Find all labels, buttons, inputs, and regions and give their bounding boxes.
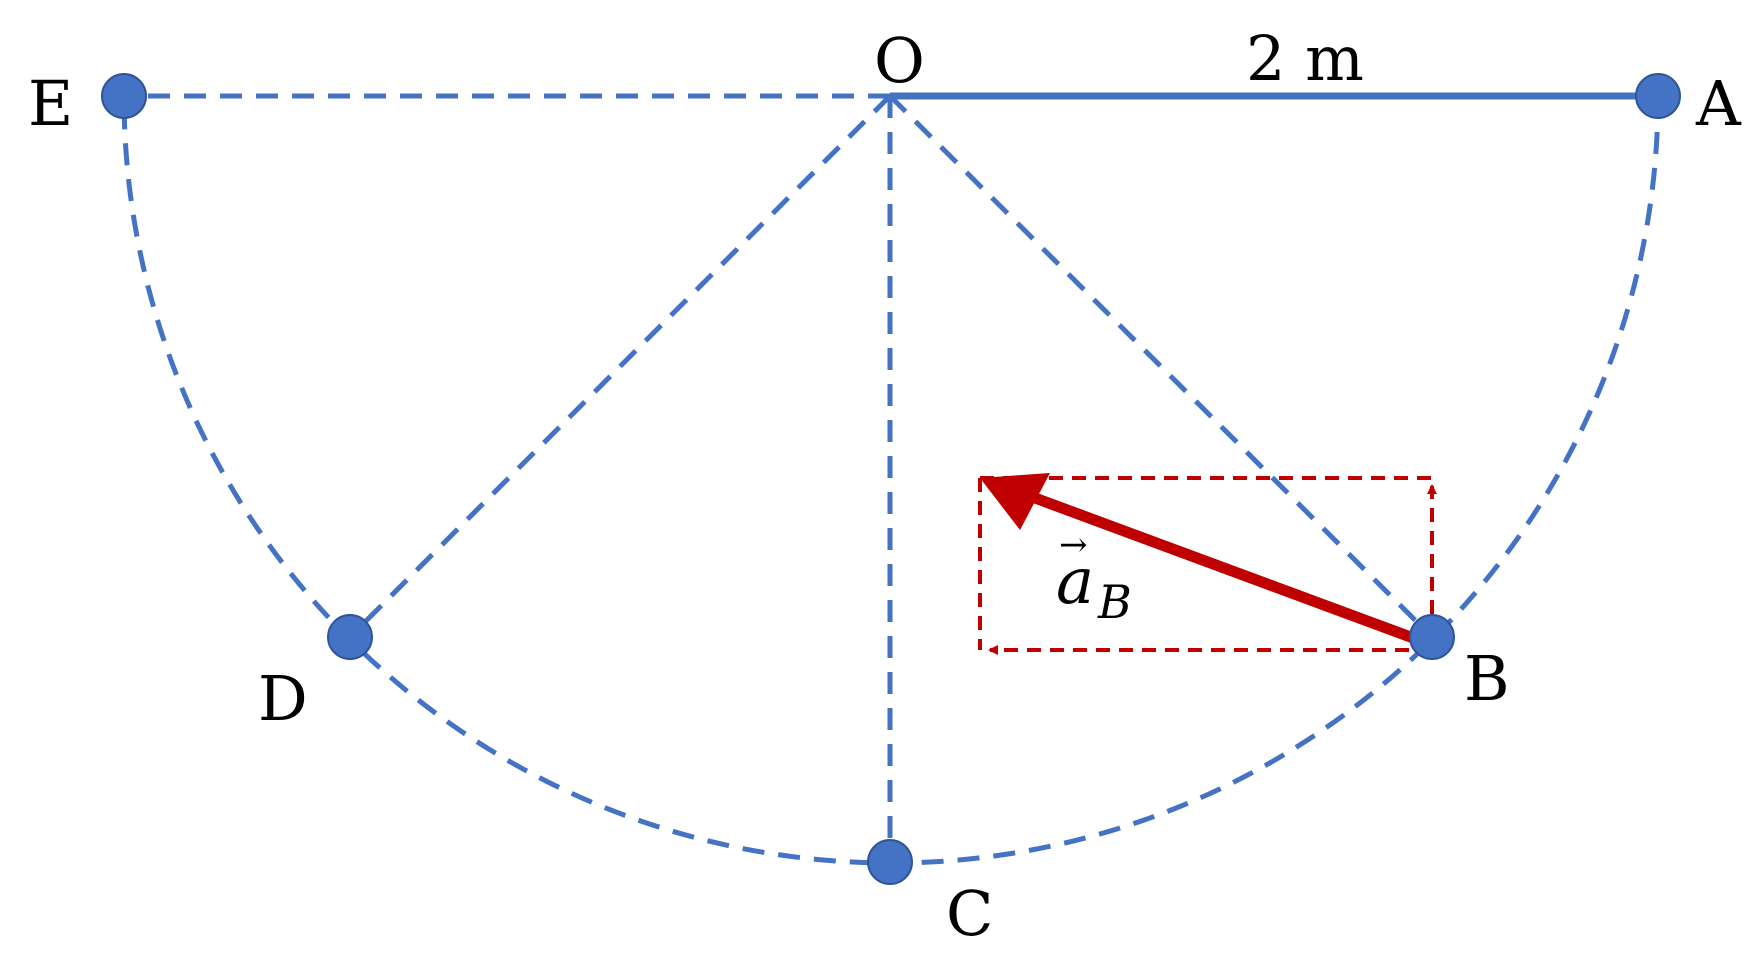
label-d: D — [258, 662, 308, 735]
acceleration-vector-head — [980, 473, 1050, 530]
label-a: A — [1695, 67, 1742, 140]
vector-arrow-accent: → — [1059, 525, 1088, 565]
point-c-node — [867, 839, 913, 885]
radius-od-line — [348, 94, 892, 639]
label-e: E — [28, 67, 73, 140]
point-d-node — [327, 614, 373, 660]
label-o: O — [874, 24, 925, 97]
point-a-node — [1635, 73, 1681, 119]
point-e-node — [101, 73, 147, 119]
vector-subscript: B — [1097, 575, 1132, 629]
vector-symbol: a — [1056, 545, 1094, 619]
acceleration-vector-shaft — [1033, 492, 1434, 651]
radius-ob-line — [888, 94, 1434, 639]
label-b: B — [1464, 642, 1510, 715]
radius-length-label: 2 m — [1246, 22, 1364, 95]
label-c: C — [946, 877, 993, 950]
point-b-node — [1409, 614, 1455, 660]
